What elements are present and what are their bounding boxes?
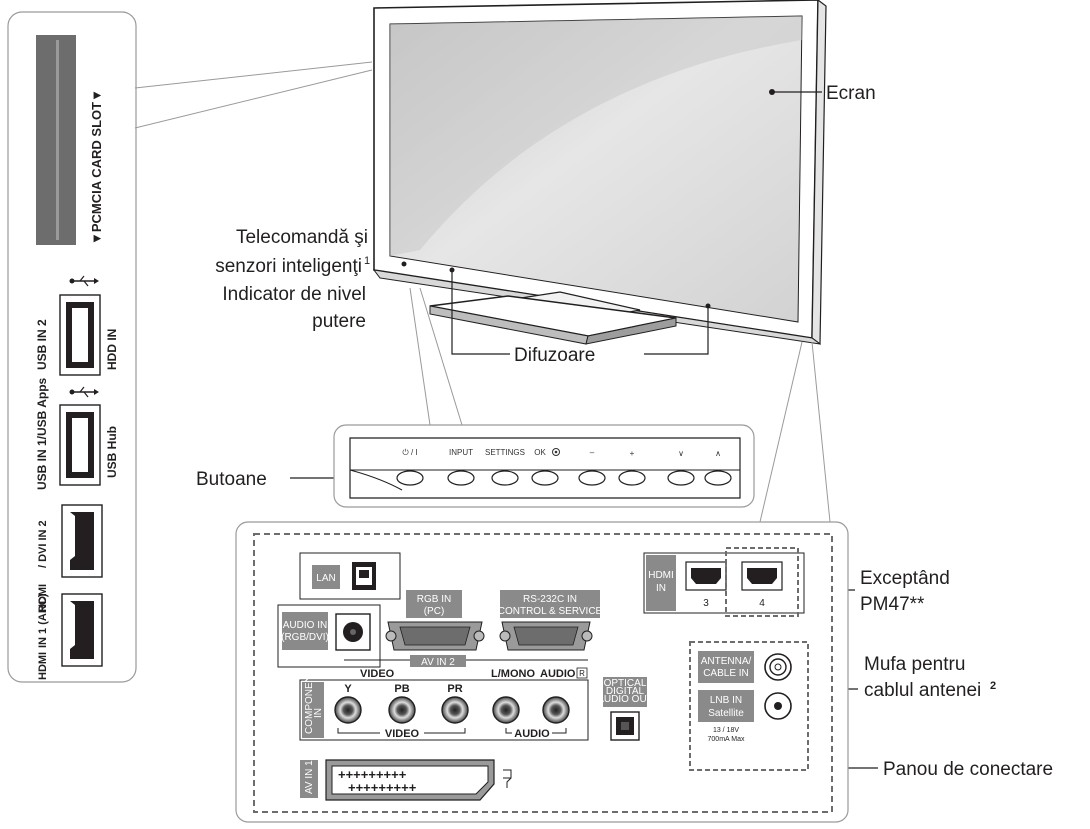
settings-button[interactable]: [491, 470, 519, 486]
difuzoare-label: Difuzoare: [514, 345, 595, 366]
mufa-label-2: cablul antenei: [864, 680, 981, 701]
pb-label: PB: [394, 683, 409, 695]
hdmi-2-logo: HDMI: [37, 584, 49, 612]
av-in-2-label: AV IN 2: [421, 657, 455, 668]
front-buttons: ⏻ / I INPUT SETTINGS OK – + ∨ ∧: [396, 448, 732, 486]
hdmi-in-label-1: HDMI: [648, 570, 674, 581]
up-button[interactable]: [704, 470, 732, 486]
tv-set: [372, 0, 827, 346]
settings-button-label: SETTINGS: [485, 448, 525, 457]
rs232-label-1: RS-232C IN: [523, 594, 577, 605]
svg-text:+++++++++: +++++++++: [348, 780, 417, 795]
indicator-label-2: putere: [312, 311, 366, 332]
power-button-label: ⏻ / I: [402, 448, 417, 457]
side-panel: ▼PCMCIA CARD SLOT▼ USB IN 2 HDD IN USB I…: [7, 11, 373, 683]
audio-r-jack: [542, 696, 570, 724]
video-top-label: VIDEO: [360, 668, 395, 680]
lnb-label-4: 700mA Max: [708, 736, 745, 743]
minus-button[interactable]: [578, 470, 606, 486]
lnb-label-2: Satellite: [708, 708, 744, 719]
indicator-label-1: Indicator de nivel: [222, 284, 366, 305]
rgb-in-label-1: RGB IN: [417, 594, 451, 605]
audio-bottom-label: AUDIO: [514, 728, 550, 740]
audio-r-box: R: [579, 669, 585, 678]
tv-stand: [429, 291, 677, 345]
component-label-1: COMPONENT: [304, 669, 315, 734]
tv-screen: [389, 15, 803, 323]
component-label-2: IN: [313, 708, 324, 718]
ecran-label: Ecran: [826, 83, 876, 104]
butoane-label: Butoane: [196, 469, 267, 490]
power-button[interactable]: [396, 470, 424, 486]
antenna-label-1: ANTENNA/: [701, 656, 752, 667]
antenna-jack: [764, 653, 792, 681]
plus-button[interactable]: [618, 470, 646, 486]
pr-jack: [441, 696, 469, 724]
av-in-1-label: AV IN 1: [304, 760, 315, 794]
svg-text:+++++++++: +++++++++: [338, 767, 407, 782]
usb-in-2-label: USB IN 2: [35, 319, 49, 370]
audio-r-label: AUDIO: [540, 668, 576, 680]
video-bottom-label: VIDEO: [385, 728, 420, 740]
optical-label-1: OPTICAL: [604, 678, 647, 689]
rs232-port: [499, 621, 593, 651]
optical-label-3: AUDIO OUT: [597, 694, 653, 705]
panou-label: Panou de conectare: [883, 759, 1053, 780]
lan-label: LAN: [316, 573, 335, 584]
connector-panel: LAN AUDIO IN (RGB/DVI) RGB IN (PC) RS-23…: [235, 341, 849, 823]
usb-in-1-label: USB IN 1/USB Apps: [35, 377, 49, 490]
telecomanda-sup: 1: [364, 255, 370, 267]
pr-label: PR: [447, 683, 462, 695]
usb-hub-label: USB Hub: [105, 426, 119, 478]
rgb-in-label-2: (PC): [424, 606, 445, 617]
y-label: Y: [344, 683, 352, 695]
audio-in-label-2: (RGB/DVI): [281, 632, 329, 643]
hdmi-2-label: / DVI IN 2: [37, 520, 49, 568]
exceptand-label-2: PM47**: [860, 594, 925, 615]
mufa-sup: 2: [990, 680, 996, 692]
lnb-label-3: 13 / 18V: [713, 727, 739, 734]
hdmi-in-label-2: IN: [656, 583, 666, 594]
hdmi-3-label: 3: [703, 598, 709, 609]
audio-in-label-1: AUDIO IN: [283, 620, 327, 631]
ok-button[interactable]: [531, 470, 559, 486]
hdd-in-label: HDD IN: [105, 329, 119, 370]
audio-l-jack: [492, 696, 520, 724]
telecomanda-label-2: senzori inteligenţi: [215, 256, 362, 277]
rgb-in-port: [385, 621, 485, 651]
plus-button-label: +: [630, 449, 635, 458]
minus-button-label: –: [590, 448, 595, 457]
down-button-label: ∨: [678, 449, 684, 458]
pcmcia-label: ▼PCMCIA CARD SLOT▼: [89, 89, 104, 245]
input-button-label: INPUT: [449, 448, 473, 457]
up-button-label: ∧: [715, 449, 721, 458]
pb-jack: [388, 696, 416, 724]
y-jack: [334, 696, 362, 724]
rs232-label-2: (CONTROL & SERVICE): [494, 606, 605, 617]
input-button[interactable]: [447, 470, 475, 486]
lnb-label-1: LNB IN: [710, 695, 742, 706]
usb-icon: [69, 386, 99, 398]
hdmi-4-label: 4: [759, 598, 765, 609]
optical-label-2: DIGITAL: [606, 686, 645, 697]
lmono-label: L/MONO: [491, 668, 535, 680]
ok-button-label: OK: [534, 448, 546, 457]
hdmi-1-logo: HDMI: [37, 652, 49, 680]
exceptand-label-1: Exceptând: [860, 568, 950, 589]
buttons-panel: [333, 287, 755, 508]
telecomanda-label-1: Telecomandă şi: [236, 227, 368, 248]
hdmi-1-label: IN 1 (ARC): [37, 593, 49, 648]
mufa-label-1: Mufa pentru: [864, 654, 965, 675]
scart-port: +++++++++ +++++++++: [325, 759, 512, 801]
antenna-label-2: CABLE IN: [703, 668, 749, 679]
down-button[interactable]: [667, 470, 695, 486]
usb-icon: [69, 275, 99, 287]
